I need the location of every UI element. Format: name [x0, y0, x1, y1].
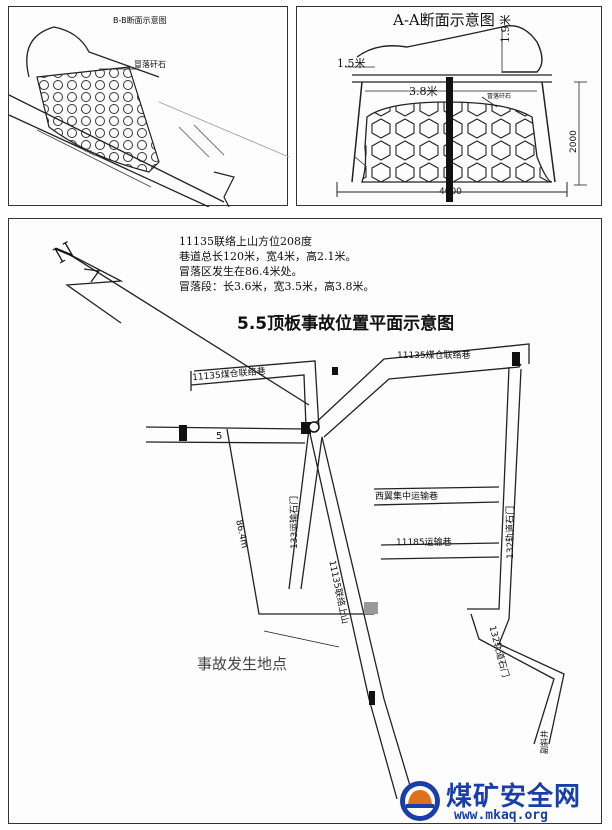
- watermark-title: 煤矿安全网: [446, 782, 582, 812]
- watermark-url: www.mkaq.org: [454, 808, 548, 823]
- aa-dim-top: 1.5米: [337, 57, 366, 70]
- helmet-logo-icon: [400, 781, 440, 821]
- label-shaft: 副斜井: [540, 730, 549, 754]
- aa-dim-right: 1.9米: [499, 14, 512, 44]
- info-line-2: 巷道总长120米，宽4米，高2.1米。: [179, 250, 357, 263]
- aa-height-label: 2000: [569, 130, 579, 153]
- aa-dim-width: 3.8米: [409, 85, 438, 98]
- plan-drawing: [65, 252, 565, 800]
- aa-section-panel: A-A断面示意图 1.5米 1.9米 3.8米 冒落矸石 2000 4000: [296, 6, 602, 206]
- label-west-wing: 西翼集中运输巷: [375, 492, 439, 502]
- bb-collapse-label: 冒落矸石: [134, 60, 166, 69]
- aa-section-drawing: [336, 24, 587, 202]
- label-coal-bin-right: 11135煤仓联络巷: [397, 351, 471, 361]
- plan-panel: 11135联络上山方位208度 巷道总长120米，宽4米，高2.1米。 冒落区发…: [8, 218, 602, 824]
- aa-bottom-label: 4000: [439, 187, 462, 197]
- bb-title: B-B断面示意图: [113, 16, 167, 25]
- site-watermark: 煤矿安全网 www.mkaq.org: [398, 776, 608, 826]
- aa-title: A-A断面示意图: [393, 11, 495, 29]
- bb-section-drawing: [9, 26, 289, 207]
- info-line-3: 冒落区发生在86.4米处。: [179, 265, 303, 278]
- label-gate-133: 133运输石门: [290, 495, 300, 549]
- label-accident: 事故发生地点: [197, 655, 288, 673]
- info-line-4: 冒落段：长3.6米，宽3.5米，高3.8米。: [179, 280, 375, 293]
- aa-collapse-label: 冒落矸石: [487, 93, 512, 100]
- label-gate-132: 132轨道石门: [506, 505, 516, 559]
- info-line-1: 11135联络上山方位208度: [179, 235, 312, 248]
- plan-main-title: 5.5顶板事故位置平面示意图: [237, 314, 455, 334]
- label-haulage: 11185运输巷: [396, 538, 452, 548]
- bb-section-panel: B-B断面示意图 冒落矸石 3.8米: [8, 6, 289, 207]
- label-point-5: 5: [216, 431, 223, 442]
